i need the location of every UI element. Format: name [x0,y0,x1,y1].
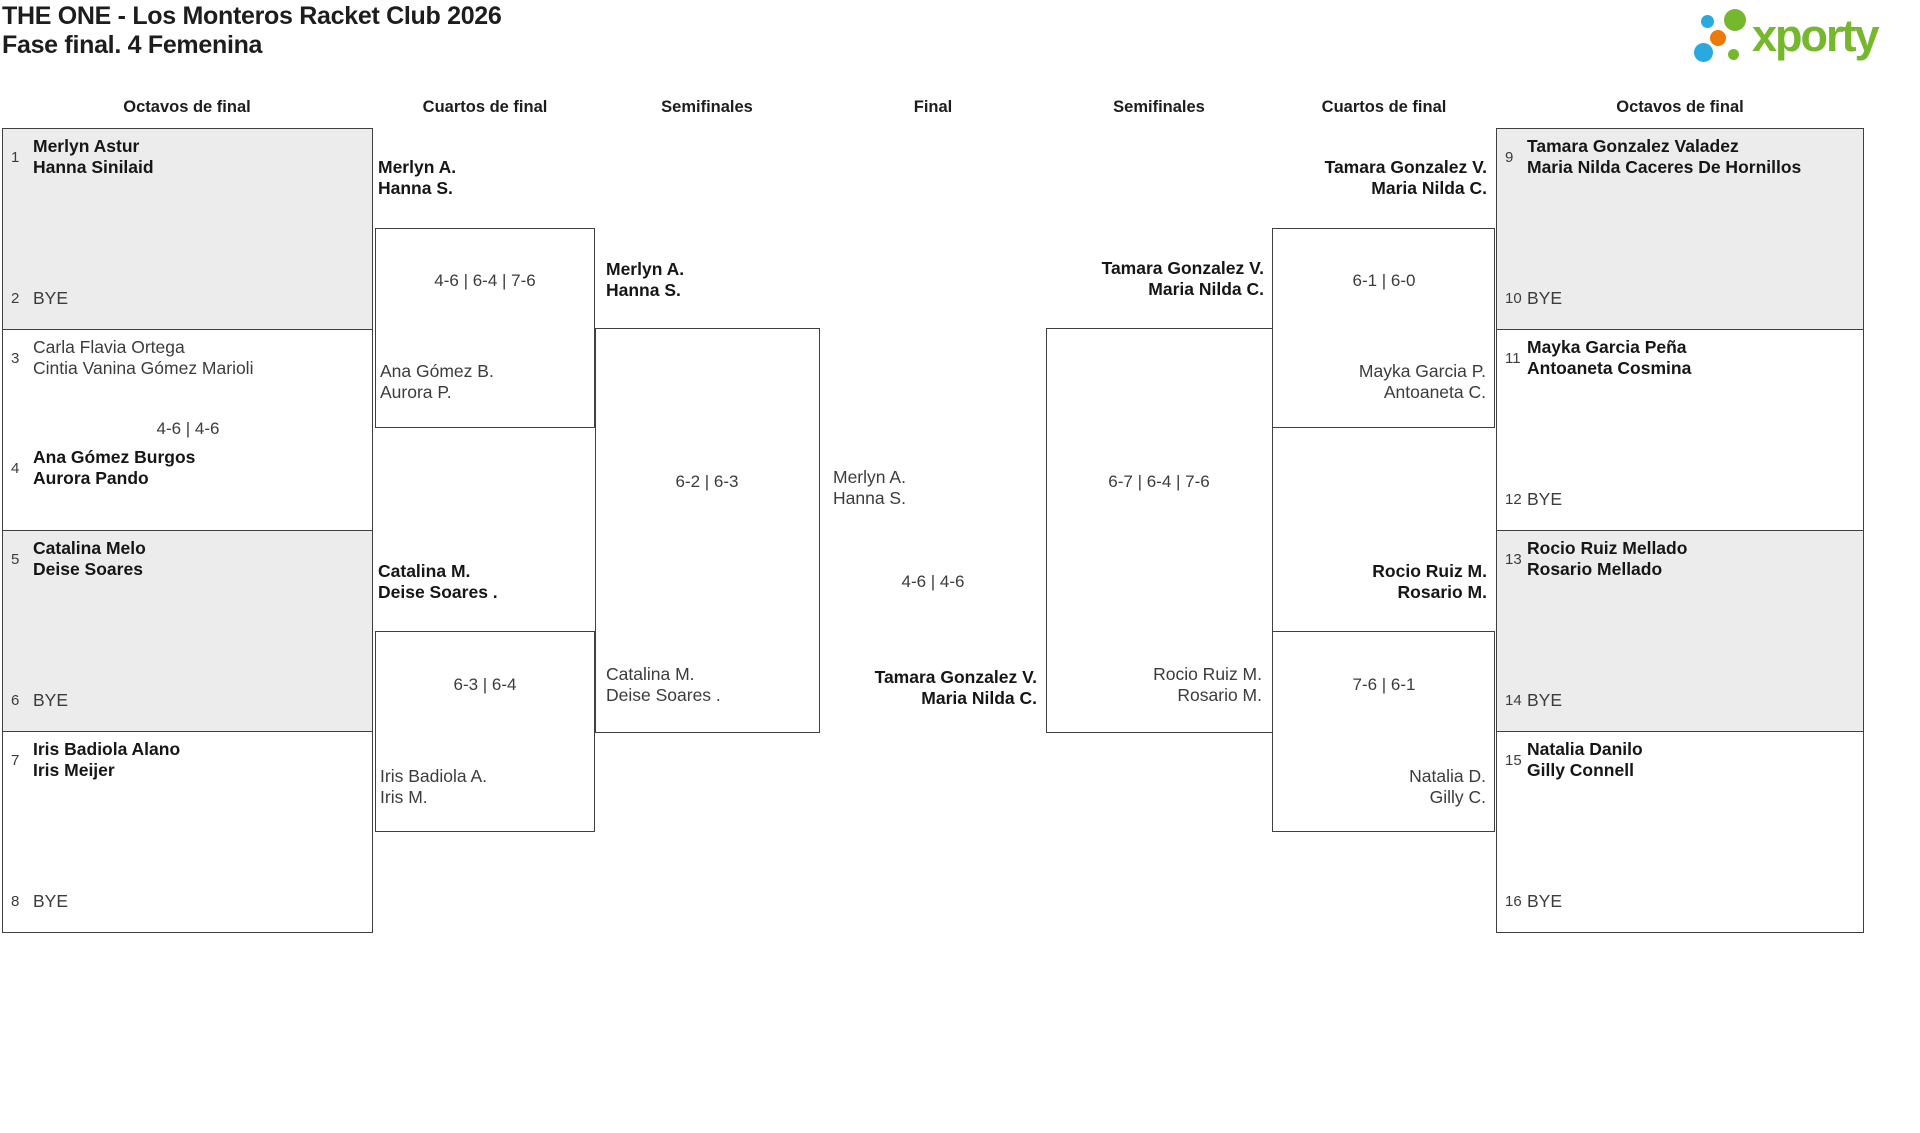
logo-wordmark: xporty [1752,10,1880,61]
bye-label: BYE [1527,288,1563,308]
winner-label-r-sf: Tamara Gonzalez V.Maria Nilda C. [1101,258,1264,299]
loser-label-r-q1: Mayka Garcia P.Antoaneta C. [1358,361,1486,402]
tournament-name: THE ONE - Los Monteros Racket Club 2026 [2,2,502,30]
winner-label-l-q2: Catalina M.Deise Soares . [378,561,498,602]
match-box-r-q2[interactable] [1272,631,1495,832]
match-score: 4-6 | 4-6 [156,419,220,438]
winner-label-l-q1: Merlyn A.Hanna S. [378,157,457,198]
seed-number: 7 [11,751,20,769]
round-header-semis-right: Semifinales [1113,98,1205,116]
seed-number: 2 [11,290,20,307]
logo-dot-green-large [1724,9,1746,31]
final-team-b: Tamara Gonzalez V.Maria Nilda C. [874,667,1037,708]
match-score: 6-1 | 6-0 [1352,271,1416,290]
page-title: THE ONE - Los Monteros Racket Club 2026 … [2,2,502,60]
seed-number: 8 [11,893,20,910]
bye-label: BYE [33,690,69,710]
round-header-cuartos-right: Cuartos de final [1321,98,1447,116]
winner-label-r-q1: Tamara Gonzalez V.Maria Nilda C. [1324,157,1487,198]
seed-number: 6 [11,692,20,709]
seed-number: 11 [1505,349,1521,367]
seed-number: 3 [11,349,20,367]
logo-dot-blue-small [1700,14,1714,28]
match-score: 6-3 | 6-4 [453,675,517,694]
seed-number: 15 [1505,751,1522,769]
seed-number: 9 [1505,148,1514,166]
winner-label-l-sf: Merlyn A.Hanna S. [606,259,685,300]
logo-dot-green-small [1727,48,1739,60]
round-header-semis-left: Semifinales [661,98,753,116]
loser-label-r-sf: Rocio Ruiz M.Rosario M. [1153,664,1262,705]
seed-number: 5 [11,550,20,568]
match-score: 7-6 | 6-1 [1352,675,1416,694]
round-header-final: Final [913,98,953,116]
bye-label: BYE [1527,489,1563,509]
seed-number: 16 [1505,893,1522,910]
seed-number: 4 [11,459,20,477]
bye-label: BYE [33,288,69,308]
final-team-a: Merlyn A.Hanna S. [833,467,906,508]
round-header-octavos-right: Octavos de final [1616,98,1744,116]
match-score: 6-7 | 6-4 | 7-6 [1108,472,1210,491]
round-header-cuartos-left: Cuartos de final [422,98,548,116]
seed-number: 1 [11,148,20,166]
loser-label-l-sf: Catalina M.Deise Soares . [606,664,721,705]
seed-number: 12 [1505,491,1522,508]
match-box-r-sf[interactable] [1046,328,1273,733]
match-score: 4-6 | 6-4 | 7-6 [434,271,536,290]
seed-number: 10 [1505,290,1522,307]
seed-number: 13 [1505,550,1522,568]
final-score: 4-6 | 4-6 [901,572,965,591]
logo-dot-blue-large [1693,42,1713,62]
match-box-l-sf[interactable] [595,328,820,733]
bye-label: BYE [1527,690,1563,710]
match-box-l-q2[interactable] [375,631,595,832]
match-box-l-q1[interactable] [375,228,595,428]
phase-category: Fase final. 4 Femenina [2,31,263,59]
match-score: 6-2 | 6-3 [675,472,739,491]
match-box-r-q1[interactable] [1272,228,1495,428]
logo-dot-orange [1710,30,1726,46]
bye-label: BYE [1527,891,1563,911]
xporty-logo[interactable]: xporty [1686,5,1920,69]
bye-label: BYE [33,891,69,911]
loser-label-l-q2: Iris Badiola A.Iris M. [380,766,487,807]
winner-label-r-q2: Rocio Ruiz M.Rosario M. [1372,561,1487,602]
seed-number: 14 [1505,692,1522,709]
loser-label-r-q2: Natalia D.Gilly C. [1409,766,1486,807]
loser-label-l-q1: Ana Gómez B.Aurora P. [380,361,494,402]
round-header-octavos-left: Octavos de final [123,98,251,116]
